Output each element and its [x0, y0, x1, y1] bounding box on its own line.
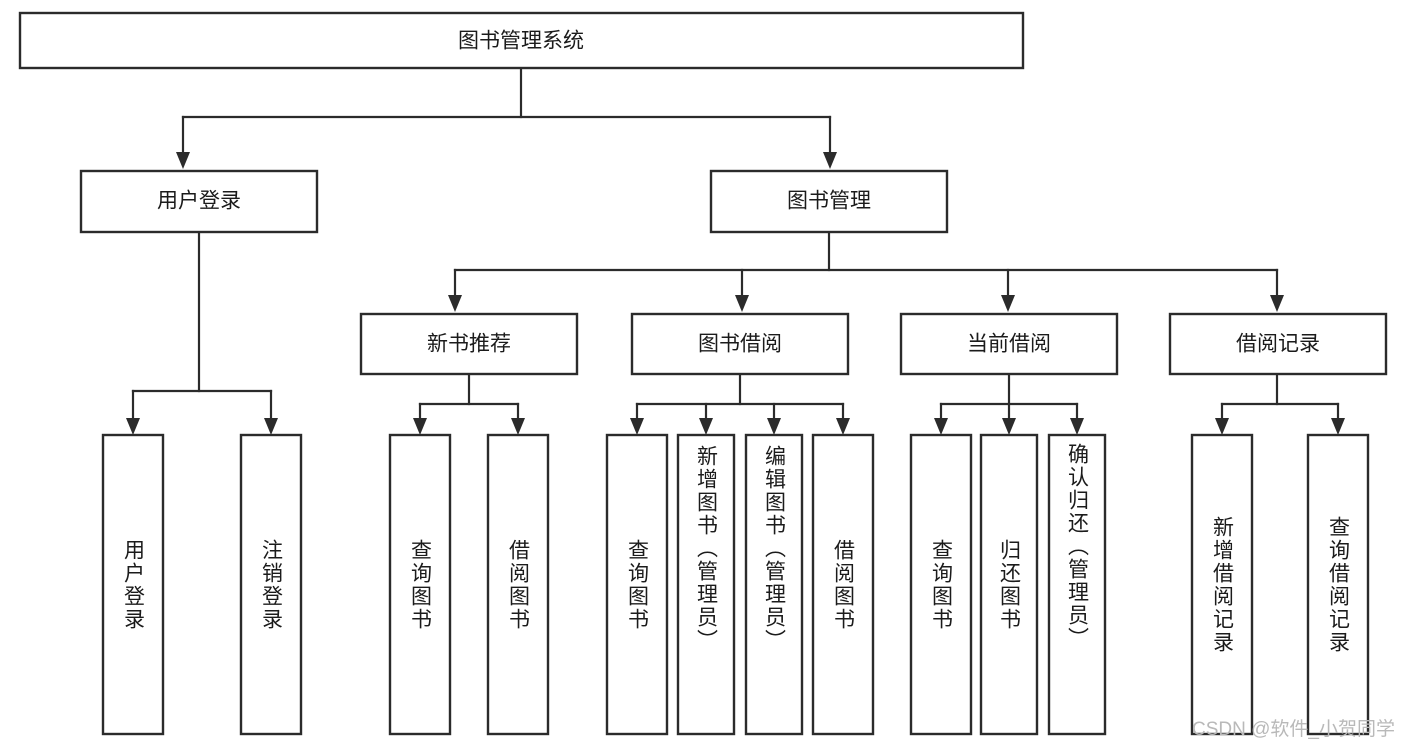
label-borrow-record: 借阅记录 [1236, 333, 1320, 356]
connector-bookmgmt-to-level3 [448, 230, 1284, 312]
leaf-box-bookborrow-query[interactable] [605, 433, 669, 736]
label-user-login: 用户登录 [157, 190, 241, 213]
label-root: 图书管理系统 [458, 30, 584, 53]
leaf-label-user-login-logout: 注销登录 [259, 538, 283, 631]
leaf-label-currentborrow-return: 归还图书 [997, 538, 1021, 631]
leaf-label-bookborrow-query: 查询图书 [625, 538, 649, 631]
connector-root-to-level2 [176, 66, 837, 169]
leaf-box-bookborrow-add[interactable] [676, 433, 736, 736]
leaf-label-bookborrow-borrow: 借阅图书 [831, 538, 855, 631]
leaf-box-bookborrow-borrow[interactable] [811, 433, 875, 736]
leaf-box-user-login-login[interactable] [101, 433, 165, 736]
leaf-label-currentborrow-confirm: 确认归还（管理员） [1065, 443, 1089, 650]
leaf-box-newbook-borrow[interactable] [486, 433, 550, 736]
connector-currentborrow-to-leaves [934, 372, 1084, 435]
label-new-book-recommend: 新书推荐 [427, 333, 511, 356]
leaf-box-borrowrecord-query[interactable] [1306, 433, 1370, 736]
node-current-borrow[interactable] [899, 312, 1119, 376]
node-user-login[interactable] [79, 169, 319, 234]
connector-userlogin-to-leaves [126, 230, 278, 435]
connector-bookborrow-to-leaves [630, 372, 850, 435]
node-borrow-record[interactable] [1168, 312, 1388, 376]
leaf-box-currentborrow-return[interactable] [979, 433, 1039, 736]
node-book-management[interactable] [709, 169, 949, 234]
node-root-book-management-system[interactable] [18, 11, 1025, 70]
leaf-label-currentborrow-query: 查询图书 [929, 538, 953, 631]
leaf-label-borrowrecord-query: 查询借阅记录 [1326, 515, 1350, 654]
leaf-box-currentborrow-query[interactable] [909, 433, 973, 736]
leaf-box-borrowrecord-add[interactable] [1190, 433, 1254, 736]
label-book-management: 图书管理 [787, 190, 871, 213]
leaf-box-currentborrow-confirm[interactable] [1047, 433, 1107, 736]
leaf-box-bookborrow-edit[interactable] [744, 433, 804, 736]
connector-newbook-to-leaves [413, 372, 525, 435]
leaf-box-newbook-query[interactable] [388, 433, 452, 736]
leaf-label-bookborrow-edit: 编辑图书（管理员） [762, 445, 786, 652]
label-book-borrow: 图书借阅 [698, 333, 782, 356]
leaf-label-bookborrow-add: 新增图书（管理员） [694, 445, 718, 652]
node-book-borrow[interactable] [630, 312, 850, 376]
leaf-label-newbook-borrow: 借阅图书 [506, 538, 530, 631]
leaf-label-newbook-query: 查询图书 [408, 538, 432, 631]
leaf-label-user-login-login: 用户登录 [121, 538, 145, 631]
label-current-borrow: 当前借阅 [967, 333, 1051, 356]
leaf-label-borrowrecord-add: 新增借阅记录 [1210, 515, 1234, 654]
node-new-book-recommend[interactable] [359, 312, 579, 376]
csdn-watermark: CSDN @软件_小贺同学 [1192, 719, 1395, 740]
leaf-box-user-login-logout[interactable] [239, 433, 303, 736]
connector-borrowrecord-to-leaves [1215, 372, 1345, 435]
